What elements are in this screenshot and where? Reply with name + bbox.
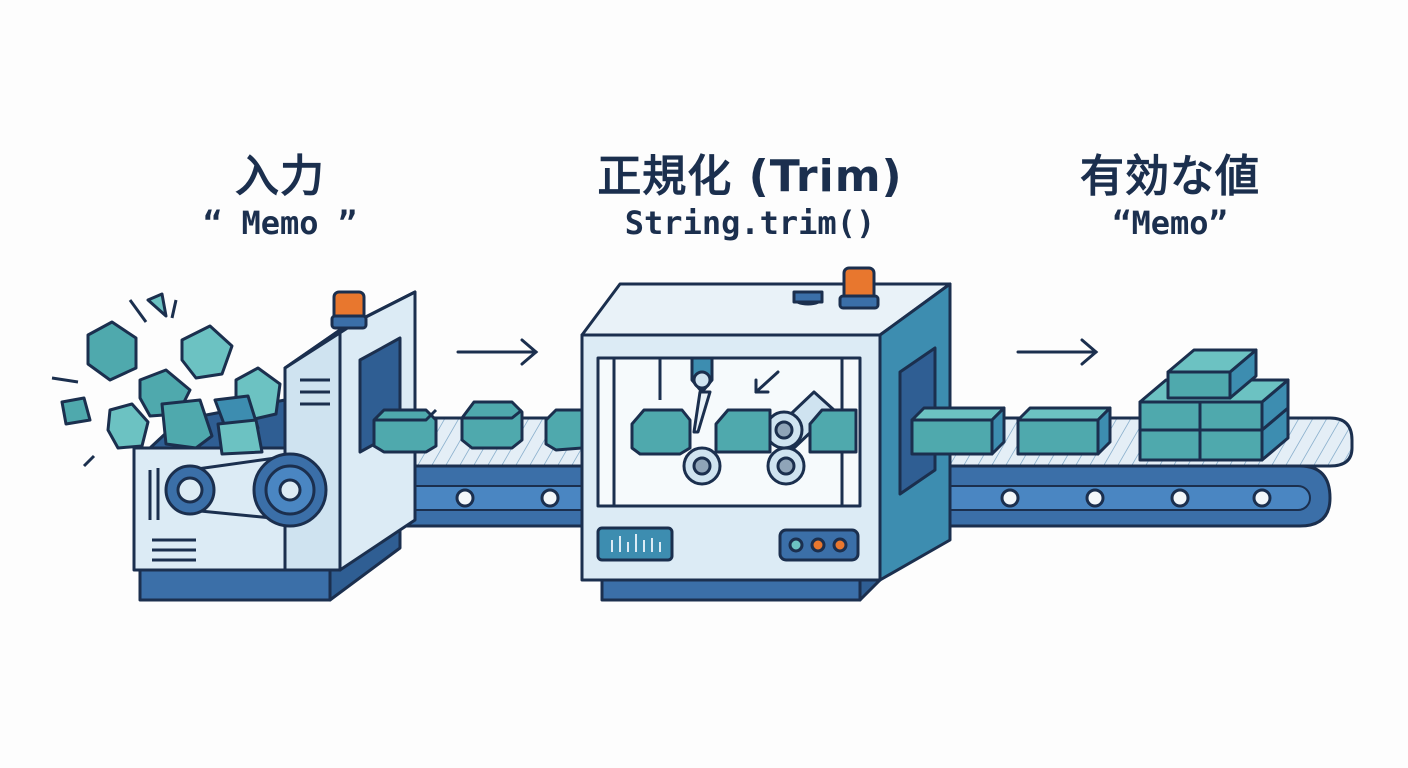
raw-input-pieces	[51, 292, 282, 468]
trimmed-blocks	[910, 406, 1112, 456]
flow-arrow-2	[1016, 338, 1099, 366]
output-stage-value: “Memo”	[1112, 204, 1228, 242]
input-stage-value: “ Memo ”	[202, 204, 358, 242]
normalize-machine	[580, 266, 952, 602]
normalize-stage-title: 正規化 (Trim)	[597, 151, 903, 202]
input-stage-title: 入力	[235, 151, 325, 202]
normalize-stage-value: String.trim()	[624, 204, 876, 242]
output-block-stack	[1138, 348, 1290, 462]
untrimmed-blocks	[372, 400, 584, 454]
output-stage-title: 有効な値	[1080, 151, 1260, 202]
flow-arrow-1	[456, 338, 539, 366]
